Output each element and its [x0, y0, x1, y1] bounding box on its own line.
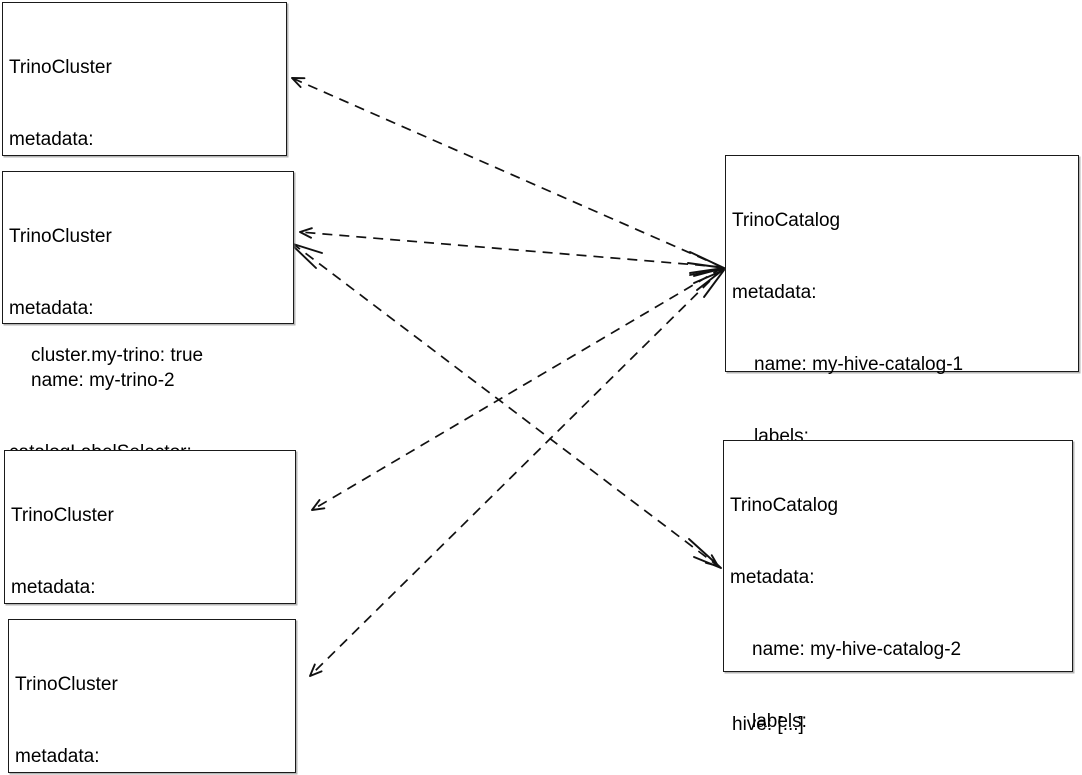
yaml-line: metadata: — [732, 282, 817, 303]
node-body: TrinoCluster metadata: name: my-trino-gr… — [15, 625, 289, 775]
yaml-line: name: my-hive-catalog-1 — [754, 354, 964, 375]
yaml-line: metadata: — [9, 129, 94, 150]
yaml-line: labels: — [752, 711, 807, 732]
yaml-line: name: my-hive-catalog-2 — [752, 639, 962, 660]
node-trinocluster-my-trino-2[interactable]: TrinoCluster metadata: name: my-trino-2 … — [2, 171, 294, 535]
yaml-line: metadata: — [15, 746, 100, 767]
edge-catalog2-arrow-head — [688, 538, 722, 569]
yaml-line: TrinoCluster — [11, 505, 114, 526]
edge-catalog1-to-my-trino-blue — [311, 267, 723, 511]
edge-catalog1-to-my-trino — [291, 77, 723, 268]
yaml-line: TrinoCatalog — [732, 210, 841, 231]
yaml-line: cluster.my-trino: true — [31, 345, 204, 366]
edge-catalog1-to-my-trino-2 — [299, 227, 723, 268]
node-trinocatalog-my-hive-catalog-1[interactable]: TrinoCatalog metadata: name: my-hive-cat… — [725, 155, 1079, 735]
yaml-line: name: my-trino-2 — [31, 370, 175, 391]
edge-catalog1-to-my-trino-green — [309, 268, 723, 677]
yaml-line: hive: [...] — [732, 714, 804, 735]
yaml-line: metadata: — [11, 577, 96, 598]
edge-catalog1-to-my-trino-blue-head — [689, 268, 725, 291]
edge-my-trino-2-second-head — [289, 242, 323, 269]
edge-catalog1-to-my-trino-2-head — [687, 262, 725, 274]
yaml-line: TrinoCatalog — [730, 495, 839, 516]
node-trinocluster-my-trino[interactable]: TrinoCluster metadata: name: my-trino ca… — [2, 2, 287, 366]
edge-catalog1-to-my-trino-green-head — [693, 269, 725, 298]
node-trinocluster-my-trino-blue[interactable]: TrinoCluster metadata: name: my-trino-bl… — [4, 450, 296, 742]
edge-catalog2-to-my-trino-2 — [291, 242, 719, 567]
yaml-line: metadata: — [730, 567, 815, 588]
yaml-line: TrinoCluster — [15, 674, 118, 695]
edge-catalog1-to-my-trino-head — [689, 251, 725, 277]
yaml-line: metadata: — [9, 298, 94, 319]
yaml-line: TrinoCluster — [9, 57, 112, 78]
node-body: TrinoCatalog metadata: name: my-hive-cat… — [730, 446, 1066, 775]
node-trinocluster-my-trino-green[interactable]: TrinoCluster metadata: name: my-trino-gr… — [8, 619, 296, 773]
node-trinocatalog-my-hive-catalog-2[interactable]: TrinoCatalog metadata: name: my-hive-cat… — [723, 440, 1073, 732]
yaml-line: TrinoCluster — [9, 226, 112, 247]
